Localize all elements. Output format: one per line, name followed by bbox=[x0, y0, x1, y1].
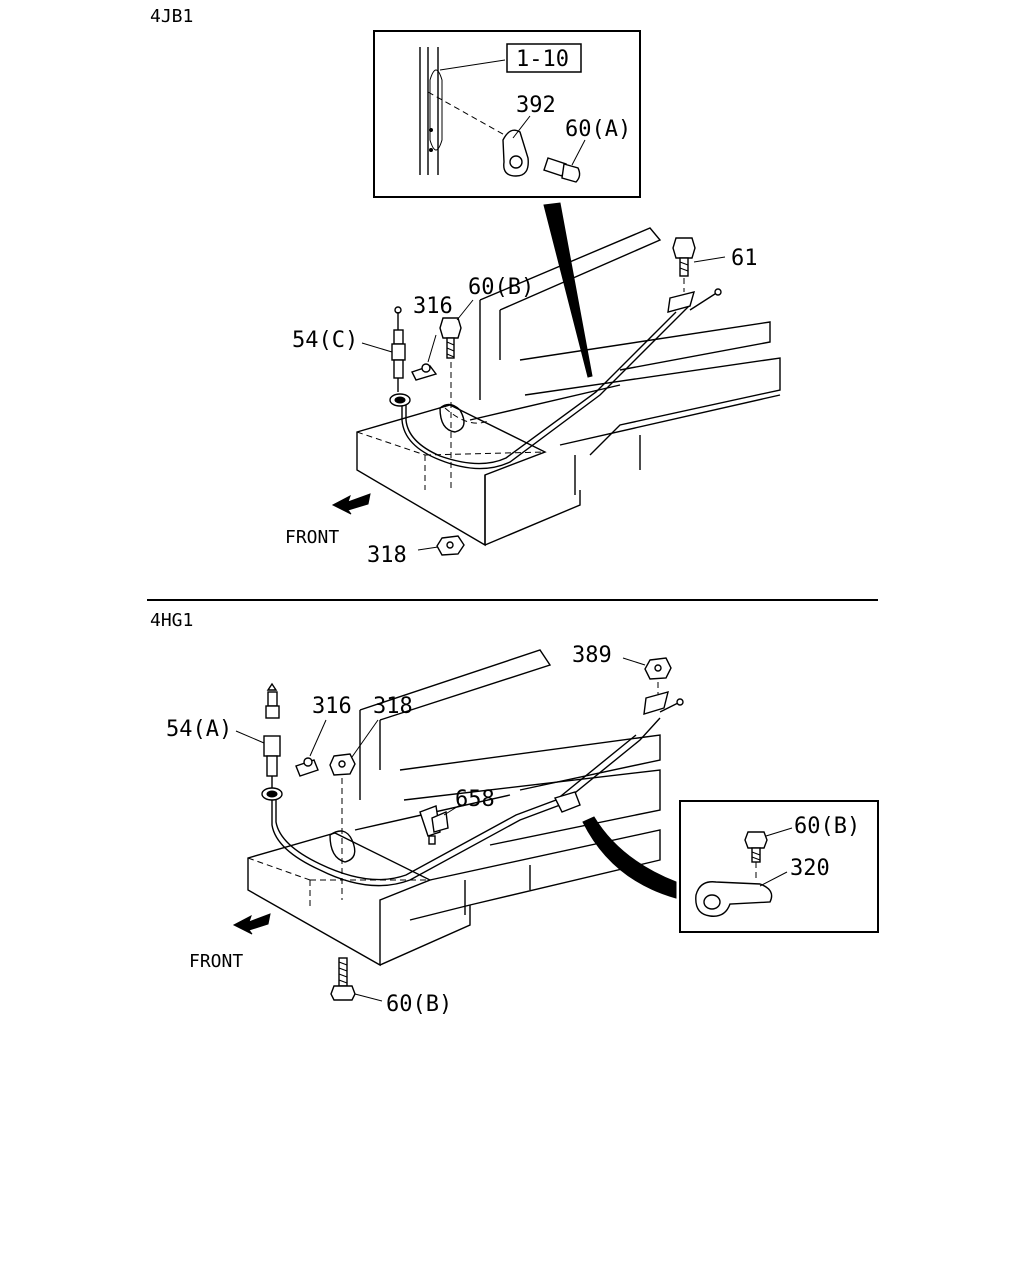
fitting-54c-icon bbox=[389, 306, 411, 407]
chassis-frame-top bbox=[356, 227, 781, 547]
clip-316-bottom-icon bbox=[295, 757, 319, 777]
bottom-detail-inset bbox=[679, 800, 879, 933]
label-316-top: 316 bbox=[413, 294, 453, 319]
label-60b-inset: 60(B) bbox=[794, 814, 860, 839]
label-318-bottom: 318 bbox=[373, 694, 413, 719]
engine-code-4hg1: 4HG1 bbox=[150, 610, 193, 631]
clip-392-icon bbox=[502, 129, 529, 177]
front-label-top: FRONT bbox=[285, 527, 339, 548]
fitting-54a-icon bbox=[261, 682, 283, 801]
bolt-60a-icon bbox=[543, 157, 581, 183]
label-54c: 54(C) bbox=[292, 328, 358, 353]
ref-label-1-10: 1-10 bbox=[516, 47, 569, 72]
label-316-bottom: 316 bbox=[312, 694, 352, 719]
cable-line-top bbox=[401, 304, 691, 470]
label-54a: 54(A) bbox=[166, 717, 232, 742]
nut-318-bottom-icon bbox=[329, 753, 356, 776]
top-detail-inset bbox=[373, 30, 641, 198]
label-318-top: 318 bbox=[367, 543, 407, 568]
chassis-frame-bottom bbox=[247, 649, 661, 967]
nut-389-icon bbox=[644, 657, 672, 680]
label-60a: 60(A) bbox=[565, 117, 631, 142]
label-389: 389 bbox=[572, 643, 612, 668]
label-392: 392 bbox=[516, 93, 556, 118]
bolt-61-icon bbox=[672, 237, 696, 277]
clamp-658-icon bbox=[419, 805, 449, 845]
cable-line-bottom bbox=[271, 717, 661, 887]
label-658: 658 bbox=[455, 787, 495, 812]
detail-pointer-bottom bbox=[582, 816, 677, 899]
detail-pointer bbox=[543, 202, 593, 378]
front-arrow-top-icon bbox=[331, 493, 371, 515]
bolt-60b-bottom-icon bbox=[330, 957, 356, 1001]
label-60b-bottom: 60(B) bbox=[386, 992, 452, 1017]
label-320: 320 bbox=[790, 856, 830, 881]
front-label-bottom: FRONT bbox=[189, 951, 243, 972]
bolt-60b-top-icon bbox=[439, 317, 462, 359]
label-60b-top: 60(B) bbox=[468, 275, 534, 300]
engine-code-4jb1: 4JB1 bbox=[150, 6, 193, 27]
clip-316-top-icon bbox=[411, 363, 438, 381]
label-61: 61 bbox=[731, 246, 758, 271]
front-arrow-bottom-icon bbox=[232, 913, 271, 935]
nut-318-top-icon bbox=[436, 535, 465, 556]
